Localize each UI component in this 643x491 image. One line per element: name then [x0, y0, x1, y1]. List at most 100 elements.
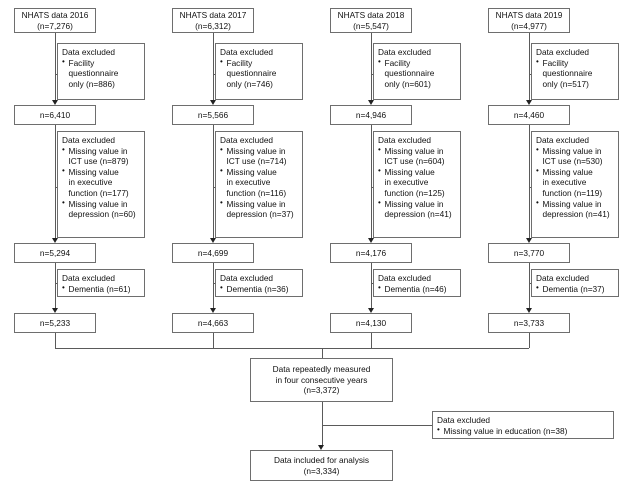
col-2017-source-box-line-2: (n=6,312): [195, 20, 231, 31]
col-2017-branch-1: [213, 73, 215, 75]
col-2017-exclusion-box-1[interactable]: Data excludedFacilityquestionnaireonly (…: [215, 43, 303, 100]
col-2019-exclusion-box-3-item-1-line-1: Dementia (n=37): [542, 283, 605, 294]
col-2016-count-box-2[interactable]: n=5,294: [14, 243, 96, 263]
col-2017-count-box-2[interactable]: n=4,699: [172, 243, 254, 263]
merge-horizontal-bar: [55, 348, 529, 349]
merge-drop-4: [529, 333, 530, 348]
col-2019-exclusion-box-1[interactable]: Data excludedFacilityquestionnaireonly (…: [531, 43, 619, 100]
col-2017-exclusion-box-1-item-1-line-1: Facility: [226, 57, 253, 68]
col-2018-exclusion-box-1-item-1-line-2: questionnaire: [384, 68, 435, 79]
col-2019-exclusion-box-3-item-1: Dementia (n=37): [536, 283, 614, 295]
col-2016-exclusion-box-2-item-3-line-2: depression (n=60): [68, 209, 136, 220]
col-2016-source-box[interactable]: NHATS data 2016(n=7,276): [14, 8, 96, 33]
final-exclusion-box-item-1-line-1: Missing value in education (n=38): [443, 425, 568, 436]
col-2019-exclusion-box-2-item-3-line-1: Missing value in: [542, 198, 602, 209]
col-2017-connector-1: [213, 33, 214, 100]
col-2018-exclusion-box-1-header: Data excluded: [378, 47, 432, 57]
col-2019-count-box-1[interactable]: n=4,460: [488, 105, 570, 125]
col-2019-arrow-3: [525, 308, 532, 313]
col-2017-count-box-1[interactable]: n=5,566: [172, 105, 254, 125]
final-connector: [321, 402, 323, 445]
merge-stem: [321, 348, 323, 358]
col-2019-exclusion-box-2-item-2-line-1: Missing value: [542, 166, 593, 177]
col-2016-exclusion-box-1[interactable]: Data excludedFacilityquestionnaireonly (…: [57, 43, 145, 100]
final-exclusion-box[interactable]: Data excludedMissing value in education …: [432, 411, 614, 439]
col-2016-count-box-3[interactable]: n=5,233: [14, 313, 96, 333]
final-box[interactable]: Data included for analysis(n=3,334): [250, 450, 393, 481]
col-2018-branch-2: [371, 186, 373, 188]
final-box-line-1: Data included for analysis: [273, 454, 369, 465]
col-2017-exclusion-box-3[interactable]: Data excludedDementia (n=36): [215, 269, 303, 297]
col-2017-arrow-1: [209, 100, 216, 105]
col-2018-count-box-2[interactable]: n=4,176: [330, 243, 412, 263]
col-2016-branch-2: [55, 186, 57, 188]
col-2018-exclusion-box-3-item-1-line-1: Dementia (n=46): [384, 283, 447, 294]
col-2018-exclusion-box-2-item-1-line-1: Missing value in: [384, 145, 444, 156]
col-2016-branch-1: [55, 73, 57, 75]
col-2016-source-box-line-2: (n=7,276): [37, 20, 73, 31]
col-2016-count-box-3-line-1: n=5,233: [39, 317, 71, 328]
col-2019-exclusion-box-2-item-1-line-2: ICT use (n=530): [542, 156, 603, 167]
col-2016-exclusion-box-3-item-1-line-1: Dementia (n=61): [68, 283, 131, 294]
col-2019-arrow-1: [525, 100, 532, 105]
col-2018-exclusion-box-2-header: Data excluded: [378, 135, 432, 145]
col-2016-exclusion-box-1-item-1-line-2: questionnaire: [68, 68, 119, 79]
col-2019-connector-2: [529, 125, 530, 238]
col-2018-count-box-1[interactable]: n=4,946: [330, 105, 412, 125]
col-2016-exclusion-box-2-item-3-line-1: Missing value in: [68, 198, 128, 209]
col-2017-count-box-3[interactable]: n=4,663: [172, 313, 254, 333]
col-2017-count-box-3-line-1: n=4,663: [197, 317, 229, 328]
col-2017-source-box-line-1: NHATS data 2017: [179, 9, 247, 20]
col-2018-source-box[interactable]: NHATS data 2018(n=5,547): [330, 8, 412, 33]
col-2017-source-box[interactable]: NHATS data 2017(n=6,312): [172, 8, 254, 33]
col-2019-arrow-2: [525, 238, 532, 243]
col-2016-count-box-1-line-1: n=6,410: [39, 109, 71, 120]
col-2018-exclusion-box-1-item-1-line-3: only (n=601): [384, 78, 431, 89]
col-2019-count-box-3[interactable]: n=3,733: [488, 313, 570, 333]
col-2016-exclusion-box-3-item-1: Dementia (n=61): [62, 283, 140, 295]
col-2016-exclusion-box-3[interactable]: Data excludedDementia (n=61): [57, 269, 145, 297]
col-2017-exclusion-box-3-header: Data excluded: [220, 273, 274, 283]
col-2018-count-box-3-line-1: n=4,130: [355, 317, 387, 328]
col-2017-branch-2: [213, 186, 215, 188]
col-2016-arrow-3: [51, 308, 58, 313]
col-2018-exclusion-box-3[interactable]: Data excludedDementia (n=46): [373, 269, 461, 297]
col-2018-exclusion-box-1[interactable]: Data excludedFacilityquestionnaireonly (…: [373, 43, 461, 100]
col-2016-count-box-2-line-1: n=5,294: [39, 247, 71, 258]
col-2016-exclusion-box-3-header: Data excluded: [62, 273, 116, 283]
col-2018-exclusion-box-3-item-1: Dementia (n=46): [378, 283, 456, 295]
col-2018-exclusion-box-3-header: Data excluded: [378, 273, 432, 283]
col-2019-exclusion-box-3[interactable]: Data excludedDementia (n=37): [531, 269, 619, 297]
col-2016-exclusion-box-1-header: Data excluded: [62, 47, 116, 57]
col-2019-connector-3: [529, 263, 530, 308]
col-2017-connector-3: [213, 263, 214, 308]
col-2016-exclusion-box-2-item-2-line-3: function (n=177): [68, 187, 129, 198]
col-2018-exclusion-box-2-item-1-line-2: ICT use (n=604): [384, 156, 445, 167]
final-arrow: [318, 445, 324, 450]
col-2019-source-box[interactable]: NHATS data 2019(n=4,977): [488, 8, 570, 33]
col-2017-branch-3: [213, 283, 215, 284]
col-2019-count-box-2[interactable]: n=3,770: [488, 243, 570, 263]
col-2016-count-box-1[interactable]: n=6,410: [14, 105, 96, 125]
final-exclusion-box-item-1: Missing value in education (n=38): [437, 425, 609, 437]
col-2016-exclusion-box-1-item-1-line-3: only (n=886): [68, 78, 115, 89]
col-2018-count-box-3[interactable]: n=4,130: [330, 313, 412, 333]
col-2017-exclusion-box-2-item-1-line-2: ICT use (n=714): [226, 156, 287, 167]
